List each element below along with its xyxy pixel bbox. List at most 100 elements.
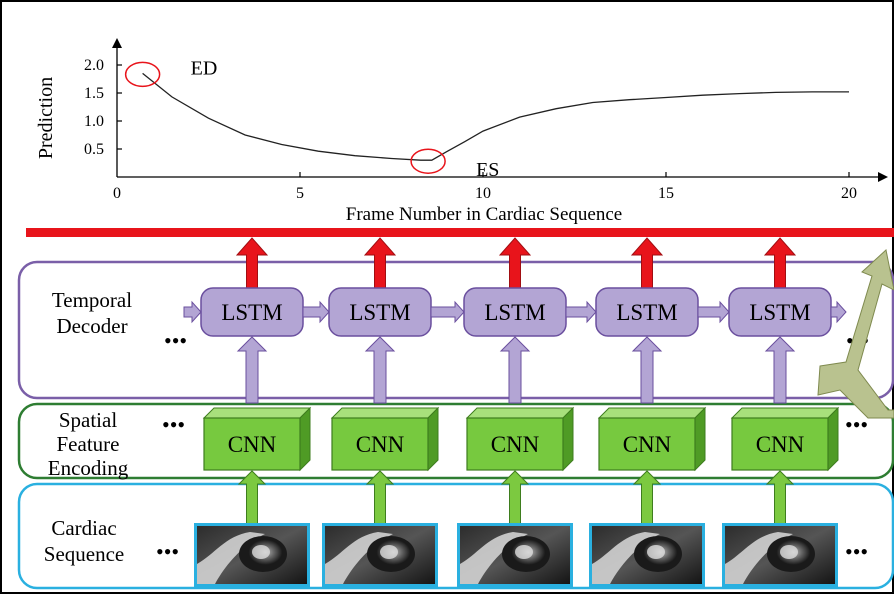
output-arrow-icon <box>763 237 797 291</box>
recurrent-arrow-icon <box>830 300 847 324</box>
mri-frame-outline <box>590 524 704 586</box>
y-tick-label: 1.0 <box>84 113 104 130</box>
mri-chest-wall <box>725 532 793 584</box>
decoder-label-line1: Temporal <box>52 288 132 312</box>
cnn-box-side <box>694 406 706 472</box>
input-arrow-icon <box>365 470 395 525</box>
output-arrow-icon <box>235 237 269 291</box>
lstm-node: LSTM <box>200 287 304 337</box>
y-tick-label: 1.5 <box>84 85 104 102</box>
x-tick-label: 10 <box>475 185 491 202</box>
mri-ventricle <box>647 545 665 559</box>
chart-axes <box>112 38 888 182</box>
lstm-label: LSTM <box>349 300 410 325</box>
x-axis-label: Frame Number in Cardiac Sequence <box>346 204 622 225</box>
x-tick-label: 5 <box>296 185 304 202</box>
feature-arrow-icon <box>764 336 796 404</box>
output-arrow-icon <box>498 237 532 291</box>
pipeline-column: LSTM CNN <box>322 237 465 587</box>
mri-ventricle <box>780 545 798 559</box>
recurrent-arrow-icon <box>183 300 202 324</box>
cnn-box-side <box>299 406 311 472</box>
lstm-label: LSTM <box>616 300 677 325</box>
mri-ventricle <box>252 545 270 559</box>
feature-arrow-icon <box>236 336 268 404</box>
encoder-label-line1: Spatial <box>59 408 117 432</box>
lstm-label: LSTM <box>221 300 282 325</box>
feature-arrow-icon <box>499 336 531 404</box>
cnn-label: CNN <box>356 432 405 457</box>
lstm-label: LSTM <box>484 300 545 325</box>
spatial-encoding-panel <box>17 402 894 480</box>
output-bar <box>26 228 894 237</box>
cnn-node: CNN <box>597 406 707 472</box>
cnn-box-top <box>465 407 575 419</box>
annotation-circle <box>410 148 446 174</box>
encoder-label-line3: Encoding <box>48 456 129 480</box>
mri-frame-outline <box>195 524 309 586</box>
mri-frame-outline <box>323 524 437 586</box>
mri-chest-wall <box>592 532 660 584</box>
cnn-node: CNN <box>330 406 440 472</box>
pipeline-column: LSTM CNN <box>722 237 840 587</box>
cnn-label: CNN <box>228 432 277 457</box>
cnn-box-side <box>827 406 839 472</box>
output-arrow-icon <box>363 237 397 291</box>
feature-arrow-icon <box>364 336 396 404</box>
decoder-ellipsis-left: ••• <box>164 328 187 353</box>
encoder-label-line2: Feature <box>57 432 120 456</box>
mri-frame-thumbnail <box>322 523 438 587</box>
input-arrow-icon <box>237 470 267 525</box>
recurrent-arrow-icon <box>302 300 330 324</box>
cnn-box-front <box>203 417 301 471</box>
mri-frame-thumbnail <box>194 523 310 587</box>
mri-ventricle <box>515 545 533 559</box>
annotation-label: ES <box>476 159 499 181</box>
cnn-node: CNN <box>730 406 840 472</box>
mri-chest-wall <box>325 532 393 584</box>
encoder-ellipsis-right: ••• <box>845 412 868 437</box>
cnn-box-front <box>466 417 564 471</box>
decoder-row-label: Temporal Decoder <box>52 288 132 338</box>
y-tick-label: 2.0 <box>84 57 104 74</box>
cnn-node: CNN <box>202 406 312 472</box>
y-axis-arrowhead <box>112 38 122 48</box>
sequence-label-line2: Sequence <box>44 542 124 566</box>
feature-arrow-icon <box>631 336 663 404</box>
zoom-arrow-icon <box>817 249 894 419</box>
pipeline-column: LSTM CNN <box>194 237 330 587</box>
input-arrow-icon <box>765 470 795 525</box>
y-axis-label: Prediction <box>35 77 57 159</box>
sequence-label-line1: Cardiac <box>51 516 116 540</box>
output-arrow-icon <box>630 237 664 291</box>
cnn-box-front <box>331 417 429 471</box>
sequence-row-label: Cardiac Sequence <box>44 516 124 566</box>
recurrent-arrow-icon <box>430 300 465 324</box>
y-tick-label: 0.5 <box>84 141 104 158</box>
input-arrow-icon <box>632 470 662 525</box>
mri-frame-outline <box>723 524 837 586</box>
x-axis-arrowhead <box>878 172 888 182</box>
cardiac-sequence-panel <box>17 482 894 590</box>
prediction-line <box>142 72 849 161</box>
pipeline-column: LSTM CNN <box>457 237 597 587</box>
temporal-decoder-panel <box>17 260 894 400</box>
lstm-label: LSTM <box>749 300 810 325</box>
mri-frame-outline <box>458 524 572 586</box>
recurrent-arrow-icon <box>565 300 597 324</box>
mri-chest-wall <box>197 532 265 584</box>
lstm-node: LSTM <box>328 287 432 337</box>
x-tick-label: 0 <box>113 185 121 202</box>
mri-chest-wall <box>460 532 528 584</box>
cnn-node: CNN <box>465 406 575 472</box>
cnn-box-side <box>562 406 574 472</box>
pipeline-column: LSTM CNN <box>589 237 730 587</box>
pipeline-columns: LSTM CNN LSTM CNN LSTM CNN LSTM CNN LSTM CNN <box>183 237 847 587</box>
x-tick-label: 20 <box>841 185 857 202</box>
input-arrow-icon <box>500 470 530 525</box>
mri-frame-thumbnail <box>457 523 573 587</box>
